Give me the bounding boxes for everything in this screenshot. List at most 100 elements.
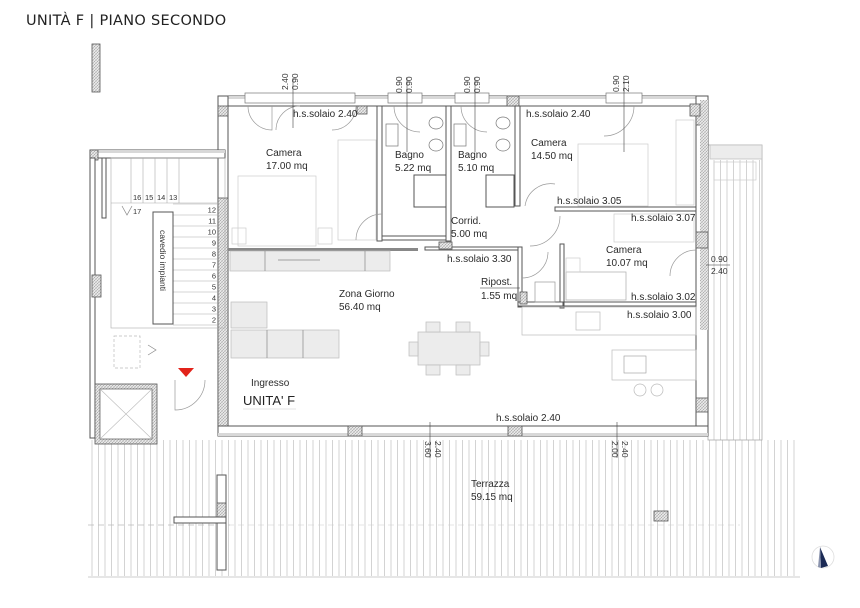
ceiling-height: h.s.solaio 2.40	[526, 109, 591, 120]
opening-height: 2.40	[620, 441, 630, 458]
sofa-chaise	[230, 301, 268, 329]
ceiling-height: h.s.solaio 2.40	[496, 413, 561, 424]
room-name-zona-giorno: Zona Giorno	[339, 289, 395, 300]
room-area-terrazza: 59.15 mq	[471, 492, 513, 503]
bed-camera-3	[565, 271, 627, 301]
room-name-terrazza: Terrazza	[471, 479, 510, 490]
opening-height: 0.90	[290, 73, 300, 90]
stair-direction-icon	[147, 344, 157, 356]
side-terrace-outline	[707, 144, 763, 441]
room-area-ripostiglio: 1.55 mq	[481, 291, 517, 302]
wardrobe-camera-2	[675, 119, 695, 206]
ceiling-height: h.s.solaio 2.40	[293, 109, 358, 120]
ceiling-height: h.s.solaio 3.02	[631, 292, 696, 303]
side-terrace-planter	[713, 161, 757, 181]
room-area-corridoio: 5.00 mq	[451, 229, 487, 240]
stair-step-number: 6	[212, 272, 216, 281]
entrance-marker-icon	[178, 368, 194, 377]
bidet-1	[428, 138, 444, 152]
shower-1	[413, 174, 447, 208]
stair-step-number: 3	[212, 305, 216, 314]
kitchen-counter	[521, 306, 697, 336]
stair-step-number: 13	[169, 193, 177, 202]
stair-numbers: 16 15 14 13 17 12 11 10 9 8 7 6 5 4 3 2	[133, 193, 216, 325]
stair-outline	[110, 157, 226, 329]
side-terrace-decking	[707, 144, 763, 441]
bed-camera-1	[237, 175, 317, 247]
opening-width: 0.90	[711, 254, 728, 264]
room-name-ingresso: Ingresso	[251, 378, 290, 389]
opening-width: 2.00	[610, 441, 620, 458]
stair-step-number: 11	[208, 217, 216, 226]
north-arrow-icon	[811, 545, 835, 569]
opening-height: 0.90	[404, 76, 414, 93]
cavedio-label: cavedio impianti	[158, 230, 168, 291]
room-name-ripostiglio: Ripost.	[481, 277, 512, 288]
interior-walls	[228, 105, 697, 309]
opening-dimensions: 2.40 0.90 0.90 0.90 0.90 0.90 0.90 2.10 …	[280, 73, 730, 458]
stair-step-number: 15	[145, 193, 153, 202]
ceiling-height: h.s.solaio 3.05	[557, 196, 622, 207]
stair-step-number: 17	[133, 207, 141, 216]
room-area-zona-giorno: 56.40 mq	[339, 302, 381, 313]
cooktop	[623, 355, 647, 374]
stair-step-number: 8	[212, 250, 216, 259]
bed-camera-2	[577, 143, 649, 207]
toilet-2	[495, 116, 511, 130]
opening-width: 3.60	[423, 441, 433, 458]
room-name-camera-1: Camera	[266, 148, 302, 159]
toilet-1	[428, 116, 444, 130]
dimension-lines	[292, 78, 625, 458]
stair-step-number: 14	[157, 193, 165, 202]
ceiling-height: h.s.solaio 3.07	[631, 213, 696, 224]
sink-2	[453, 123, 467, 147]
side-terrace-cap	[709, 144, 763, 160]
opening-width: 0.90	[394, 76, 404, 93]
opening-height: 0.90	[472, 76, 482, 93]
shower-2	[485, 174, 515, 208]
opening-height: 2.40	[433, 441, 443, 458]
stair-step-number: 10	[208, 228, 216, 237]
wardrobe-camera-1	[337, 139, 377, 241]
staircase	[110, 157, 226, 329]
ceiling-height-labels: h.s.solaio 2.40 h.s.solaio 2.40 h.s.sola…	[293, 109, 696, 424]
room-name-bagno-2: Bagno	[458, 150, 487, 161]
terrace-divider-arm	[173, 516, 227, 524]
stair-step-number: 9	[212, 239, 216, 248]
room-name-camera-3: Camera	[606, 245, 642, 256]
wardrobe-camera-3	[613, 213, 695, 243]
stair-step-number: 7	[212, 261, 216, 270]
opening-width: 2.40	[280, 73, 290, 90]
doors	[174, 105, 697, 411]
opening-width: 0.90	[611, 75, 621, 92]
room-area-camera-3: 10.07 mq	[606, 258, 648, 269]
furniture	[94, 116, 697, 445]
page-title: UNITÀ F | PIANO SECONDO	[26, 13, 227, 29]
room-name-corridoio: Corrid.	[451, 216, 481, 227]
stair-step-number: 2	[212, 316, 216, 325]
opening-height: 2.10	[621, 75, 631, 92]
room-name-bagno-1: Bagno	[395, 150, 424, 161]
sink-1	[385, 123, 399, 147]
room-area-bagno-1: 5.22 mq	[395, 163, 431, 174]
room-area-camera-2: 14.50 mq	[531, 151, 573, 162]
opening-height: 2.40	[711, 266, 728, 276]
ceiling-height: h.s.solaio 3.00	[627, 310, 692, 321]
sofa	[230, 329, 340, 359]
dining-table	[417, 331, 481, 366]
terrace-divider-column	[216, 502, 227, 518]
wardrobe-unit	[229, 250, 391, 272]
boiler	[534, 281, 556, 303]
room-name-camera-2: Camera	[531, 138, 567, 149]
unit-label: UNITA' F	[243, 393, 295, 408]
stair-arrow-icon	[121, 205, 133, 216]
stair-step-number: 5	[212, 283, 216, 292]
room-area-bagno-2: 5.10 mq	[458, 163, 494, 174]
bidet-2	[495, 138, 511, 152]
cavedio-box	[152, 211, 174, 325]
stair-step-number: 16	[133, 193, 141, 202]
room-labels: Camera 17.00 mq Bagno 5.22 mq Bagno 5.10…	[243, 138, 648, 503]
stair-step-number: 12	[208, 206, 216, 215]
stair-step-number: 4	[212, 294, 216, 303]
